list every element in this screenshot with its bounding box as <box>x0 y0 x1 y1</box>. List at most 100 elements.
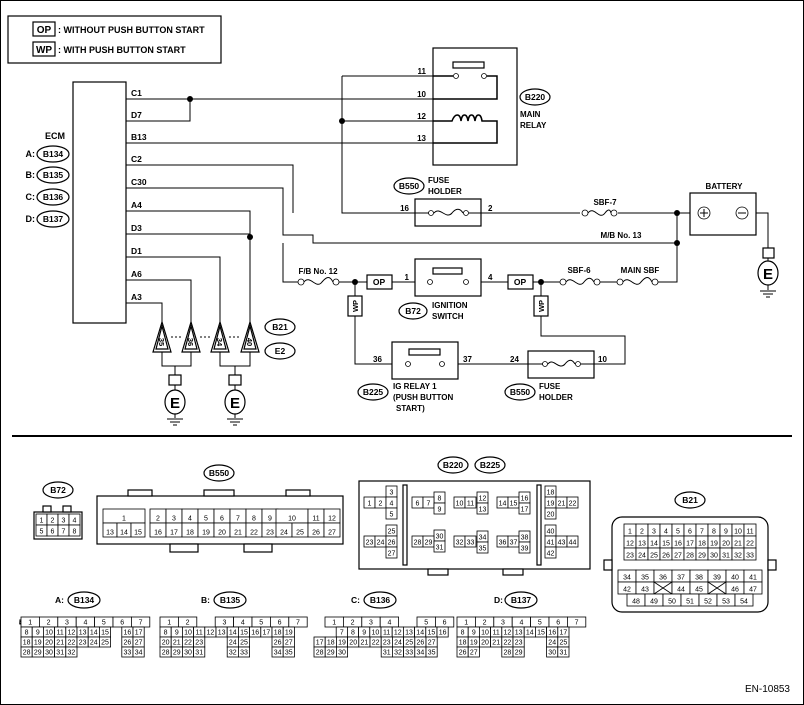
connector-pin-number: 34 <box>417 650 425 657</box>
svg-text:16: 16 <box>400 204 409 213</box>
svg-text:HOLDER: HOLDER <box>539 393 573 402</box>
connector-pin-number: 41 <box>749 575 757 582</box>
connector-pin-number: 45 <box>695 587 703 594</box>
connector-pin-number: 1 <box>368 501 372 508</box>
connector-pin-number: 1 <box>332 620 336 627</box>
connector-pin-number: 30 <box>338 650 346 657</box>
connector-pin-number: 5 <box>204 516 208 523</box>
svg-text:IGNITION: IGNITION <box>432 301 468 310</box>
connector-pin-number: 22 <box>569 501 577 508</box>
connector-pin-number: 8 <box>438 496 442 503</box>
connector-pin-number: 10 <box>288 516 296 523</box>
connector-pin-number: 16 <box>521 496 529 503</box>
connector-pin-number: 21 <box>173 640 181 647</box>
connector-pin <box>132 646 145 658</box>
connector-pin-number: 8 <box>712 529 716 536</box>
connector-pin-number: 24 <box>394 640 402 647</box>
connector-pin-number: 8 <box>25 630 29 637</box>
connector-pin-number: 6 <box>51 529 55 536</box>
ground-e2-code: E2 <box>275 346 286 356</box>
svg-text:1: 1 <box>405 273 410 282</box>
connector-pin-number: 15 <box>134 530 142 537</box>
connector-pin-number: 40 <box>547 529 555 536</box>
connector-pin <box>467 646 480 658</box>
connector-pin-number: 44 <box>569 540 577 547</box>
connector-pin-number: 3 <box>62 518 66 525</box>
connector-pin-number: 51 <box>686 599 694 606</box>
connector-pin-number: 50 <box>668 599 676 606</box>
connector-pin-number: 18 <box>547 490 555 497</box>
svg-text:A:: A: <box>55 595 64 605</box>
connector-pin <box>464 496 477 509</box>
connector-pin <box>65 646 78 658</box>
connector-pin-number: 29 <box>515 650 523 657</box>
connector-pin-number: 20 <box>722 541 730 548</box>
connector-pin-number: 32 <box>734 553 742 560</box>
wp-marker: WP <box>351 300 360 312</box>
connector-pin-number: 3 <box>172 516 176 523</box>
connector-pin <box>476 502 489 515</box>
connector-pin-number: 32 <box>456 540 464 547</box>
connector-pin-number: 33 <box>746 553 754 560</box>
connector-pin-number: 25 <box>388 529 396 536</box>
ecm-pin: C30 <box>131 177 147 187</box>
connector-pin-number: 1 <box>122 516 126 523</box>
connector-pin <box>335 646 348 658</box>
battery: BATTERY E <box>689 182 779 298</box>
connector-pin-number: 29 <box>425 540 433 547</box>
ecm: ECM A: B134 B: B135 C: B136 D: B137 C1 D… <box>26 81 147 324</box>
connector-pin <box>734 593 754 607</box>
svg-text:A:: A: <box>26 149 36 159</box>
connector-pin-number: 21 <box>558 501 566 508</box>
connector-pin-number: 42 <box>547 551 555 558</box>
connector-pin-number: 14 <box>526 630 534 637</box>
connector-pin-number: 1 <box>464 620 468 627</box>
connector-pin <box>433 540 446 553</box>
connector-pin-number: 16 <box>154 530 162 537</box>
connector-pin-number: 4 <box>664 529 668 536</box>
connector-pin-number: 40 <box>731 575 739 582</box>
connector-pin-number: 27 <box>470 650 478 657</box>
connector-pin-number: 19 <box>547 501 555 508</box>
connector-pin-number: 27 <box>328 530 336 537</box>
svg-text:11: 11 <box>418 67 427 76</box>
connector-pin-number: 32 <box>229 650 237 657</box>
svg-text:(PUSH BUTTON: (PUSH BUTTON <box>393 393 454 402</box>
connector-pin-number: 54 <box>740 599 748 606</box>
connector-pin-number: 2 <box>156 516 160 523</box>
connector-pin <box>567 616 587 628</box>
connector-pin-number: 23 <box>515 640 523 647</box>
connector-pin-number: 14 <box>650 541 658 548</box>
connector-pin-number: 24 <box>377 540 385 547</box>
svg-text:START): START) <box>396 404 425 413</box>
connector-pin-number: 9 <box>175 630 179 637</box>
svg-text:37: 37 <box>463 355 472 364</box>
svg-text:4: 4 <box>488 273 493 282</box>
connector-pin-number: 26 <box>312 530 320 537</box>
connector-pin-number: 5 <box>102 620 106 627</box>
connector-pin-number: 34 <box>135 650 143 657</box>
connector-pin <box>425 646 438 658</box>
connector-pin-number: 2 <box>51 518 55 525</box>
legend-wp-code: WP <box>36 45 52 56</box>
connector-pin-number: 35 <box>285 650 293 657</box>
connector-pin-number: 19 <box>338 640 346 647</box>
connector-pin-number: 9 <box>724 529 728 536</box>
svg-text:IG RELAY 1: IG RELAY 1 <box>393 382 437 391</box>
connector-pin-number: 30 <box>436 534 444 541</box>
connector-pin-number: 25 <box>650 553 658 560</box>
ecm-pin: A4 <box>131 200 142 210</box>
connector-pin-number: 27 <box>285 640 293 647</box>
connector-pin-number: 23 <box>195 640 203 647</box>
connector-pin-number: 30 <box>710 553 718 560</box>
ground-label: E <box>170 395 180 412</box>
connector-pin-number: 39 <box>713 575 721 582</box>
connector-pin-number: 4 <box>387 620 391 627</box>
connector-pin-number: 44 <box>677 587 685 594</box>
connector-pin-number: 16 <box>251 630 259 637</box>
connector-pin-number: 38 <box>521 535 529 542</box>
connector-pin-number: 6 <box>443 620 447 627</box>
connector-pin-number: 38 <box>695 575 703 582</box>
connector-pin-number: 21 <box>56 640 64 647</box>
